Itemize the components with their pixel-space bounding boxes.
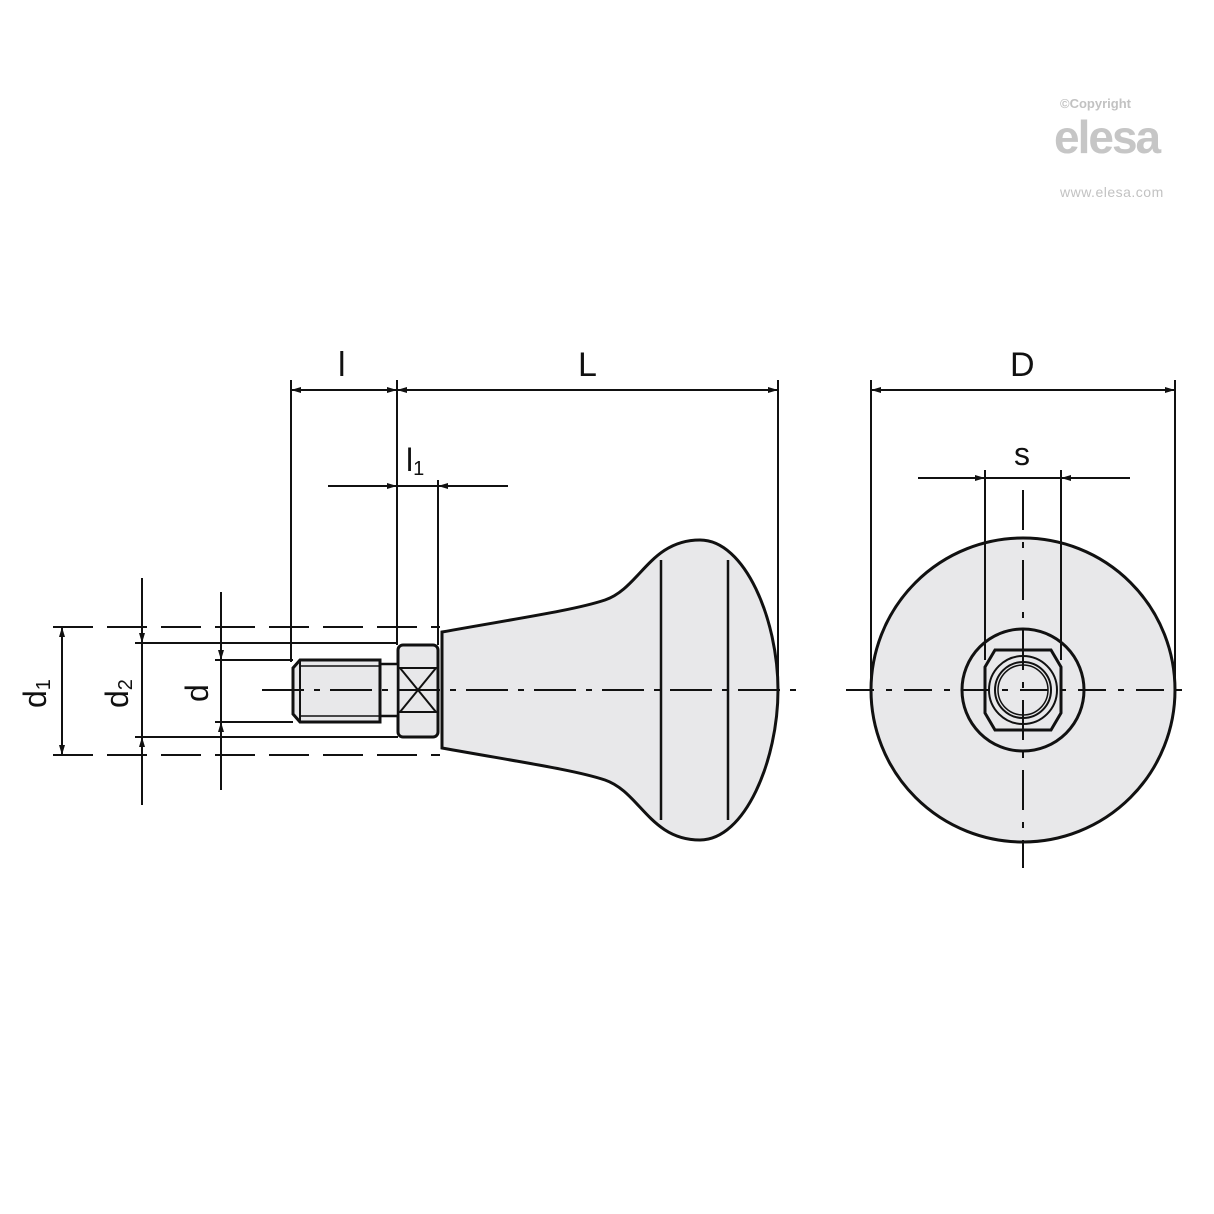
label-L: L [578,346,597,384]
copyright-text: ©Copyright [1060,96,1131,111]
side-view [53,380,805,842]
hex-nut [983,648,1063,732]
brand-logo: elesa [1054,111,1161,163]
front-view [846,380,1185,868]
label-l: l [338,346,346,384]
label-d1: d1 [17,679,55,708]
front-view-labels: D s [1010,346,1035,472]
label-l1: l1 [406,442,424,480]
label-s: s [1014,436,1030,472]
label-D: D [1010,346,1035,384]
label-d: d [179,684,215,702]
label-d2: d2 [99,679,137,708]
side-view-labels: l L l1 d1 d2 d [17,346,597,708]
website-url: www.elesa.com [1060,184,1164,200]
